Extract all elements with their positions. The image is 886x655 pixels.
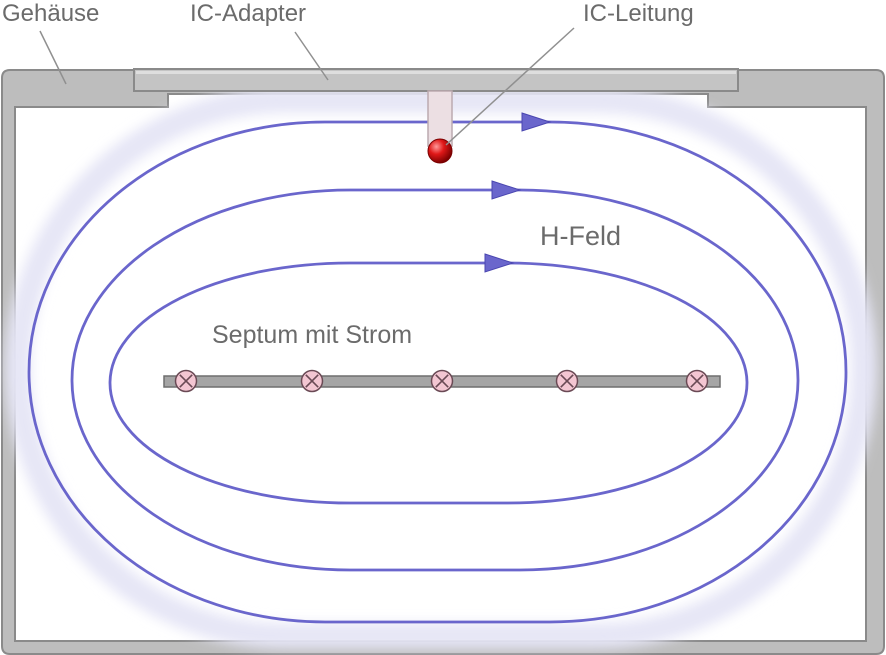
current-markers bbox=[174, 369, 709, 393]
label-septum: Septum mit Strom bbox=[212, 321, 413, 349]
arrow-inner bbox=[484, 253, 515, 273]
ic-line bbox=[427, 90, 453, 164]
h-field-lines bbox=[27, 120, 848, 624]
current-into-page-marker bbox=[685, 369, 709, 393]
field-line-inner bbox=[108, 261, 749, 505]
label-ic-line: IC-Leitung bbox=[583, 0, 694, 27]
ic-adapter-highlight bbox=[136, 71, 736, 74]
current-into-page-marker bbox=[174, 369, 198, 393]
leader-line bbox=[445, 27, 575, 146]
leader-housing bbox=[39, 30, 67, 85]
leader-adapter bbox=[294, 31, 329, 81]
arrow-middle bbox=[491, 180, 522, 200]
field-direction-arrows bbox=[484, 112, 552, 273]
current-into-page-marker bbox=[430, 369, 454, 393]
arrow-outer bbox=[521, 112, 552, 132]
label-ic-adapter: IC-Adapter bbox=[190, 0, 307, 27]
leader-lines bbox=[39, 27, 575, 146]
field-line-outer bbox=[27, 120, 848, 624]
label-h-field: H-Feld bbox=[540, 221, 622, 251]
field-line-middle bbox=[70, 188, 800, 572]
current-into-page-marker bbox=[300, 369, 324, 393]
ic-adapter bbox=[133, 68, 739, 92]
field-glow bbox=[5, 87, 877, 649]
current-into-page-marker bbox=[555, 369, 579, 393]
label-housing: Gehäuse bbox=[2, 0, 100, 27]
ic-line-probe bbox=[427, 90, 453, 147]
